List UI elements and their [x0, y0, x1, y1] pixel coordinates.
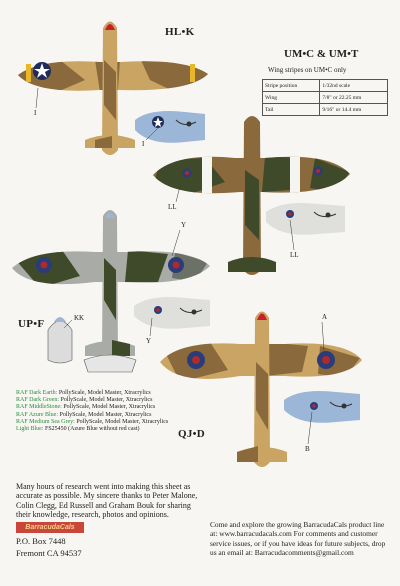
- aircraft-code-hlk: HL•K: [165, 26, 195, 38]
- paint-name: RAF Medium Sea Grey:: [16, 418, 75, 425]
- list-item: Light Blue: FS25450 (Azure Blue without …: [16, 426, 176, 433]
- list-item: RAF MiddleStone: PollyScale, Model Maste…: [16, 404, 176, 411]
- address-line-1: P.O. Box 7448: [16, 536, 66, 546]
- spitfire-qjd-underside-view: [284, 391, 360, 423]
- table-cell: Tail: [261, 103, 321, 116]
- paint-reference-list: RAF Dark Earth: PollyScale, Model Master…: [16, 390, 176, 433]
- spitfire-upf-underside-view: [134, 297, 210, 329]
- table-cell: 7/8" or 22.25 mm: [319, 91, 388, 104]
- paint-detail: PollyScale, Model Master, Xtracrylics: [63, 404, 156, 411]
- paint-name: RAF Dark Earth:: [16, 390, 58, 396]
- aircraft-code-qjd: QJ•D: [178, 428, 206, 440]
- research-acknowledgement: Many hours of research went into making …: [16, 482, 198, 520]
- table-cell: 9/16" or 14.4 mm: [319, 103, 388, 116]
- callout-y: Y: [146, 337, 152, 345]
- list-item: RAF Dark Green: PollyScale, Model Master…: [16, 397, 176, 404]
- table-row: Stripe position 1/32nd scale: [261, 79, 388, 92]
- table-row: Tail 9/16" or 14.4 mm: [261, 103, 388, 116]
- spitfire-qjd-top-view: [160, 311, 362, 467]
- paint-name: RAF MiddleStone:: [16, 404, 62, 411]
- paint-detail: PollyScale, Model Master, Xtracrylics: [59, 411, 152, 418]
- callout-a: A: [322, 313, 328, 321]
- table-cell: Stripe position: [261, 79, 321, 92]
- table-row: Wing 7/8" or 22.25 mm: [261, 91, 388, 104]
- paint-name: RAF Dark Green:: [16, 397, 59, 404]
- callout-i: I: [142, 140, 145, 148]
- stripe-position-table: Stripe position 1/32nd scale Wing 7/8" o…: [261, 79, 388, 116]
- paint-name: RAF Azure Blue:: [16, 411, 58, 418]
- stripes-heading: UM•C & UM•T: [284, 48, 359, 60]
- callout-y: Y: [181, 221, 187, 229]
- brand-logo: BarracudaCals: [16, 522, 84, 533]
- paint-detail: FS25450 (Azure Blue without red cast): [45, 426, 140, 433]
- paint-detail: PollyScale, Model Master, Xtracrylics: [58, 390, 151, 396]
- spitfire-upf-top-view: [12, 210, 210, 361]
- list-item: RAF Azure Blue: PollyScale, Model Master…: [16, 412, 176, 419]
- address-line-2: Fremont CA 94537: [16, 548, 82, 558]
- stripes-caption: Wing stripes on UM•C only: [268, 66, 347, 74]
- table-cell: Wing: [261, 91, 321, 104]
- paint-name: Light Blue:: [16, 426, 44, 433]
- list-item: RAF Medium Sea Grey: PollyScale, Model M…: [16, 419, 176, 426]
- paint-detail: PollyScale, Model Master, Xtracrylics: [76, 418, 169, 425]
- spitfire-umc-top-view: [153, 116, 350, 275]
- spinner-side-view: [47, 317, 137, 373]
- callout-ll: LL: [168, 203, 177, 211]
- aircraft-code-upf: UP•F: [18, 318, 45, 330]
- contact-text: Come and explore the growing BarracudaCa…: [210, 520, 386, 558]
- callout-kk: KK: [74, 314, 85, 322]
- spitfire-hlk-underside-view: [135, 111, 205, 143]
- list-item: RAF Dark Earth: PollyScale, Model Master…: [16, 390, 176, 397]
- callout-b: B: [305, 445, 310, 453]
- spitfire-hlk-top-view: [18, 21, 208, 155]
- callout-ll: LL: [290, 251, 299, 259]
- paint-detail: PollyScale, Model Master, Xtracrylics: [60, 397, 153, 404]
- table-cell: 1/32nd scale: [319, 79, 388, 92]
- callout-i: I: [34, 109, 37, 117]
- spitfire-umc-underside-view: [266, 203, 345, 235]
